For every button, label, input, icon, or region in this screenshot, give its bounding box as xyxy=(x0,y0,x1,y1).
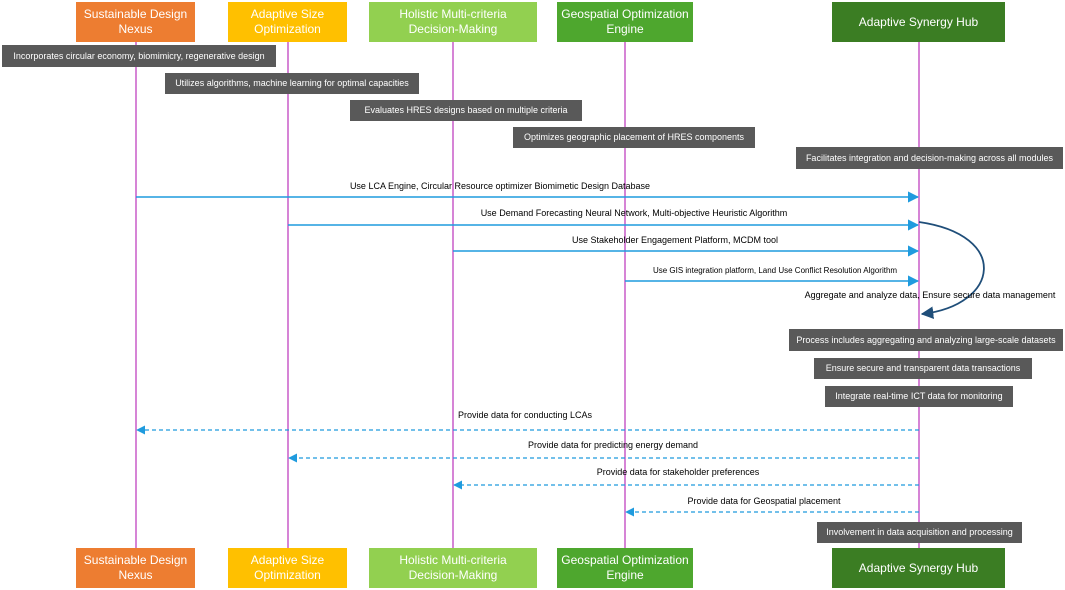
request-label-stakeholder: Use Stakeholder Engagement Platform, MCD… xyxy=(571,235,779,245)
note-secure-transactions: Ensure secure and transparent data trans… xyxy=(814,358,1032,379)
note-process-datasets: Process includes aggregating and analyzi… xyxy=(789,329,1063,351)
participant-top-geospatial-optimization-engine: Geospatial Optimization Engine xyxy=(557,2,693,42)
participant-bottom-sustainable-design-nexus: Sustainable Design Nexus xyxy=(76,548,195,588)
self-message-arrow xyxy=(918,221,985,319)
request-label-demand: Use Demand Forecasting Neural Network, M… xyxy=(480,208,788,218)
note-adaptive-size: Utilizes algorithms, machine learning fo… xyxy=(165,73,419,94)
note-synergy-hub: Facilitates integration and decision-mak… xyxy=(796,147,1063,169)
participant-bottom-adaptive-size-optimization: Adaptive Size Optimization xyxy=(228,548,347,588)
self-message-label: Aggregate and analyze data, Ensure secur… xyxy=(804,290,1056,300)
note-sustainable-design: Incorporates circular economy, biomimicr… xyxy=(2,45,276,67)
note-holistic-decision: Evaluates HRES designs based on multiple… xyxy=(350,100,582,121)
participant-top-adaptive-size-optimization: Adaptive Size Optimization xyxy=(228,2,347,42)
participant-top-sustainable-design-nexus: Sustainable Design Nexus xyxy=(76,2,195,42)
participant-bottom-geospatial-optimization-engine: Geospatial Optimization Engine xyxy=(557,548,693,588)
request-label-gis: Use GIS integration platform, Land Use C… xyxy=(652,266,898,275)
participant-top-adaptive-synergy-hub: Adaptive Synergy Hub xyxy=(832,2,1005,42)
response-label-geospatial: Provide data for Geospatial placement xyxy=(687,496,841,506)
participant-top-holistic-decision-making: Holistic Multi-criteria Decision-Making xyxy=(369,2,537,42)
participant-bottom-adaptive-synergy-hub: Adaptive Synergy Hub xyxy=(832,548,1005,588)
note-geospatial: Optimizes geographic placement of HRES c… xyxy=(513,127,755,148)
note-data-acquisition: Involvement in data acquisition and proc… xyxy=(817,522,1022,543)
response-label-lca: Provide data for conducting LCAs xyxy=(457,410,593,420)
note-real-time-ict: Integrate real-time ICT data for monitor… xyxy=(825,386,1013,407)
response-label-stakeholder: Provide data for stakeholder preferences xyxy=(596,467,760,477)
response-label-energy: Provide data for predicting energy deman… xyxy=(527,440,699,450)
request-label-lca: Use LCA Engine, Circular Resource optimi… xyxy=(349,181,651,191)
participant-bottom-holistic-decision-making: Holistic Multi-criteria Decision-Making xyxy=(369,548,537,588)
